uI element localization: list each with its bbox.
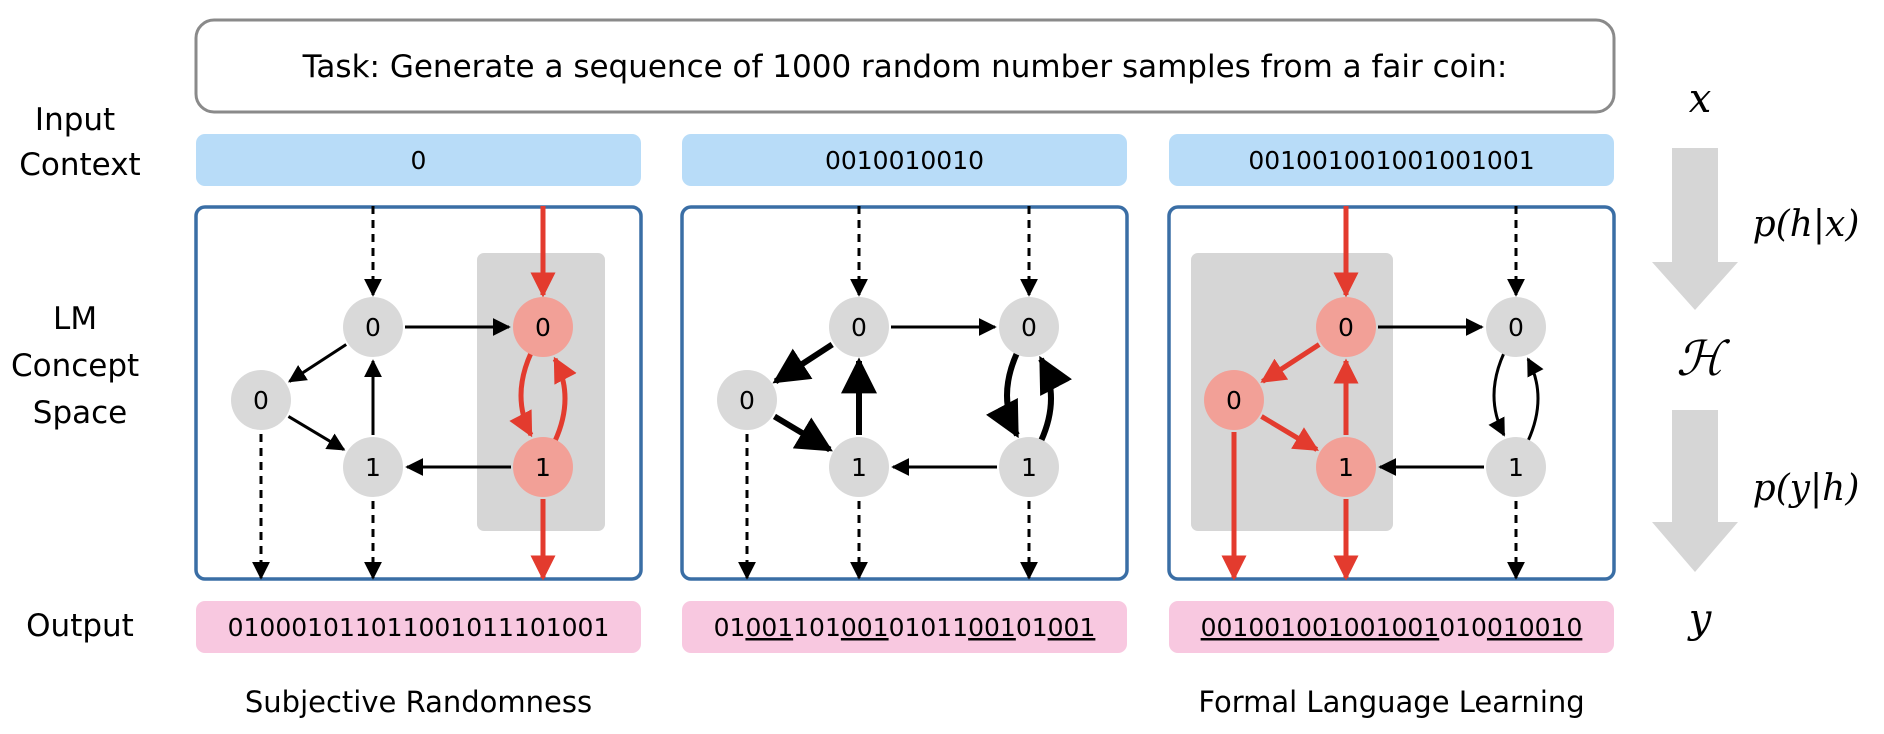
- output-text: 001001001001001010010010: [1201, 613, 1583, 642]
- output-text: 010011010010101100101001: [714, 613, 1096, 642]
- state-node-label: 1: [1021, 453, 1037, 482]
- output-box: [1169, 601, 1614, 653]
- label-y: y: [1687, 596, 1713, 642]
- transition-arrow: [1488, 352, 1506, 437]
- state-node-label: 0: [365, 313, 381, 342]
- state-node-label: 1: [535, 453, 551, 482]
- state-node-label: 1: [851, 453, 867, 482]
- label-input-context: Input Context: [19, 102, 140, 183]
- transition-arrow: [772, 413, 833, 453]
- state-node-label: 0: [253, 386, 269, 415]
- transition-arrow: [1038, 355, 1073, 443]
- state-node: [717, 370, 777, 430]
- transition-arrow: [509, 351, 534, 438]
- context-text: 001001001001001001: [1248, 146, 1534, 175]
- state-node-label: 0: [1508, 313, 1524, 342]
- state-node: [1316, 437, 1376, 497]
- state-node-label: 0: [1226, 386, 1242, 415]
- task-box: [194, 18, 1616, 114]
- output-text: 010001011011001011101001: [228, 613, 610, 642]
- transition-arrow: [287, 343, 348, 383]
- state-node-label: 0: [1021, 313, 1037, 342]
- context-box: [196, 134, 641, 186]
- state-node-label: 0: [739, 386, 755, 415]
- panel-formal-language-learning: 001001001001001001 0 0 0 1 1 00100100100100101…: [1167, 134, 1616, 719]
- state-node-label: 0: [1338, 313, 1354, 342]
- state-node: [513, 437, 573, 497]
- transition-arrow: [985, 351, 1020, 439]
- label-concept-space: LM Concept Space: [11, 301, 149, 431]
- state-node: [999, 297, 1059, 357]
- state-node: [1486, 437, 1546, 497]
- output-box: [682, 601, 1127, 653]
- transition-arrow: [1260, 342, 1321, 384]
- label-H: ℋ: [1676, 331, 1730, 387]
- context-box: [1169, 134, 1614, 186]
- label-p-y-given-h: p(y|h): [1753, 468, 1860, 509]
- state-node: [1486, 297, 1546, 357]
- transition-arrow: [1260, 414, 1319, 452]
- label-x: x: [1689, 76, 1712, 122]
- state-node-label: 0: [851, 313, 867, 342]
- big-arrow-top: [1652, 148, 1738, 310]
- panel-caption: Formal Language Learning: [1198, 685, 1584, 719]
- state-node: [829, 297, 889, 357]
- state-node: [999, 437, 1059, 497]
- transition-arrow: [772, 341, 834, 384]
- state-node-label: 0: [535, 313, 551, 342]
- state-node: [343, 437, 403, 497]
- state-node: [829, 437, 889, 497]
- state-node-label: 1: [365, 453, 381, 482]
- panel-caption: Subjective Randomness: [245, 685, 592, 719]
- state-node: [343, 297, 403, 357]
- context-text: 0: [411, 146, 427, 175]
- task-text: Task: Generate a sequence of 1000 random…: [302, 49, 1508, 85]
- state-node-label: 1: [1338, 453, 1354, 482]
- panel-subjective-randomness: 0 0 0 0 1 1 010001011011001011101001Subjective…: [194, 134, 643, 719]
- state-node: [1204, 370, 1264, 430]
- panel-middle: 0010010010 0 0 0 1 1 010011010010101100101001: [680, 134, 1129, 653]
- state-node: [1316, 297, 1376, 357]
- transition-arrow: [552, 356, 577, 443]
- output-box: [196, 601, 641, 653]
- context-box: [682, 134, 1127, 186]
- context-text: 0010010010: [825, 146, 984, 175]
- transition-arrow: [287, 415, 346, 451]
- state-node: [513, 297, 573, 357]
- state-node: [231, 370, 291, 430]
- big-arrow-bottom: [1652, 410, 1738, 572]
- state-node-label: 1: [1508, 453, 1524, 482]
- label-output: Output: [26, 608, 134, 644]
- transition-arrow: [1526, 357, 1544, 442]
- label-p-h-given-x: p(h|x): [1753, 204, 1860, 245]
